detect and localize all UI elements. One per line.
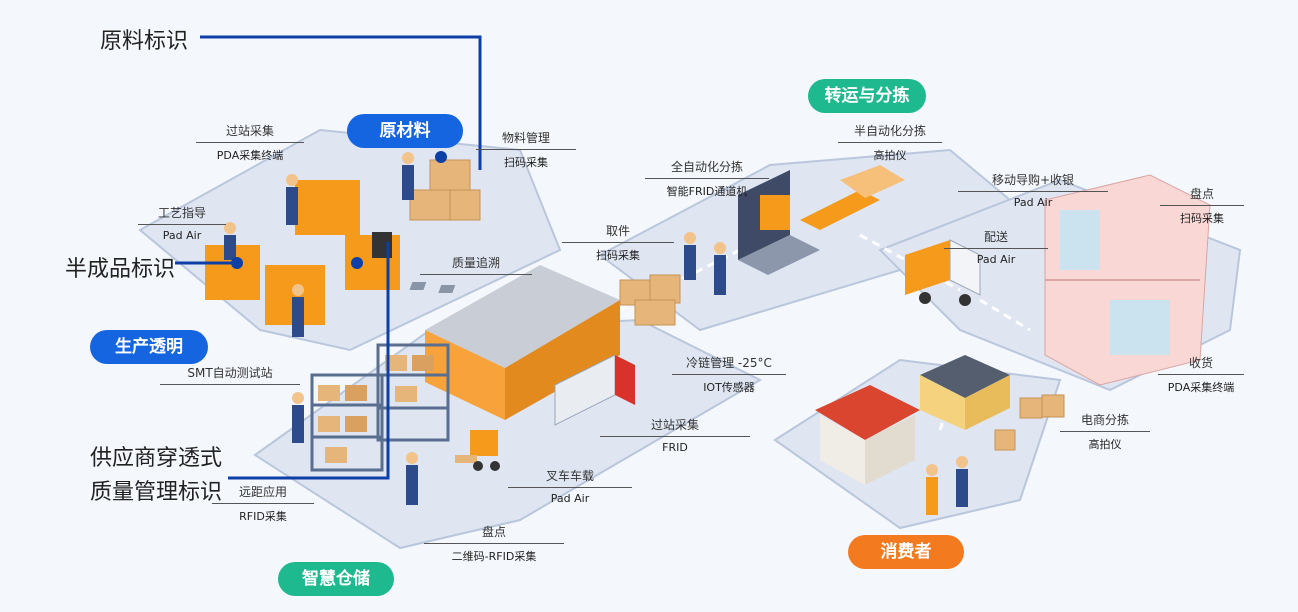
callout-title: 盘点 xyxy=(424,523,564,544)
pill-raw-material: 原材料 xyxy=(347,114,463,148)
callout-cold-chain: 冷链管理 -25°C IOT传感器 xyxy=(672,354,786,395)
callout-station-collect-frid: 过站采集 FRID xyxy=(600,416,750,454)
callout-title: 物料管理 xyxy=(476,129,576,150)
callout-delivery: 配送 Pad Air xyxy=(944,228,1048,266)
callout-title: SMT自动测试站 xyxy=(160,364,300,385)
callout-title: 工艺指导 xyxy=(138,204,226,225)
callout-title: 远距应用 xyxy=(212,483,314,504)
label-supplier-line1: 供应商穿透式 xyxy=(90,446,223,471)
factory-building-icon xyxy=(409,265,620,420)
callout-title: 盘点 xyxy=(1160,185,1244,206)
callout-title: 收货 xyxy=(1158,354,1244,375)
callout-semi-auto-sorting: 半自动化分拣高拍仪 xyxy=(838,122,942,163)
label-supplier-line2: 质量管理标识 xyxy=(90,480,223,505)
worker-icon xyxy=(224,152,968,515)
callout-sub: 高拍仪 xyxy=(1088,438,1122,451)
callout-title: 过站采集 xyxy=(600,416,750,437)
callout-sub: PDA采集终端 xyxy=(216,149,284,162)
callout-title: 移动导购+收银 xyxy=(958,171,1108,192)
pill-consumer: 消费者 xyxy=(848,535,964,569)
callout-sub: PDA采集终端 xyxy=(1167,381,1235,394)
callout-title: 取件 xyxy=(562,222,674,243)
callout-sub: 高拍仪 xyxy=(873,149,907,162)
residence-house-icon xyxy=(815,385,920,485)
callout-title: 配送 xyxy=(944,228,1048,249)
callout-sub: Pad Air xyxy=(976,253,1016,266)
callout-material-management: 物料管理扫码采集 xyxy=(476,129,576,170)
box-stack-icon xyxy=(409,159,1065,451)
callout-smt-station: SMT自动测试站 xyxy=(160,364,300,385)
callout-inventory-warehouse: 盘点二维码-RFID采集 xyxy=(424,523,564,564)
callout-receiving: 收货 PDA采集终端 xyxy=(1158,354,1244,395)
callout-title: 叉车车载 xyxy=(508,467,632,488)
callout-sub: 扫码采集 xyxy=(504,156,548,169)
callout-station-collect-pda: 过站采集 PDA采集终端 xyxy=(196,122,304,163)
leader-lines xyxy=(175,35,482,480)
callout-sub: 扫码采集 xyxy=(596,249,640,262)
callout-sub: Pad Air xyxy=(162,229,202,242)
callout-sub: 智能FRID通道机 xyxy=(666,185,748,198)
callout-sub: FRID xyxy=(662,441,688,454)
pill-production: 生产透明 xyxy=(90,330,208,364)
mall-icon xyxy=(1044,174,1211,386)
platform-consumer xyxy=(773,358,1062,530)
callout-forklift-onboard: 叉车车载 Pad Air xyxy=(508,467,632,505)
callout-inventory-retail: 盘点扫码采集 xyxy=(1160,185,1244,226)
conveyor-icon xyxy=(800,165,905,230)
pill-warehouse: 智慧仓储 xyxy=(278,562,394,596)
callout-mobile-cashier: 移动导购+收银 Pad Air xyxy=(958,171,1108,209)
callout-sub: 扫码采集 xyxy=(1180,212,1224,225)
callout-title: 全自动化分拣 xyxy=(645,158,769,179)
callout-ecommerce-sorting: 电商分拣高拍仪 xyxy=(1060,411,1150,452)
callout-pickup: 取件扫码采集 xyxy=(562,222,674,263)
callout-sub: Pad Air xyxy=(1013,196,1053,209)
laptop-icon xyxy=(738,170,820,275)
callout-long-range: 远距应用 RFID采集 xyxy=(212,483,314,524)
callout-title: 质量追溯 xyxy=(420,254,532,275)
callout-sub: Pad Air xyxy=(550,492,590,505)
leader-dots xyxy=(231,151,447,269)
callout-sub: RFID采集 xyxy=(239,510,287,523)
delivery-truck-icon xyxy=(905,239,981,306)
callout-title: 冷链管理 -25°C xyxy=(672,354,786,375)
callout-title: 电商分拣 xyxy=(1060,411,1150,432)
callout-quality-trace: 质量追溯 xyxy=(420,254,532,275)
pill-transit-sorting: 转运与分拣 xyxy=(808,79,926,113)
callout-sub: 二维码-RFID采集 xyxy=(451,550,537,563)
truck-icon xyxy=(554,354,635,426)
callout-sub: IOT传感器 xyxy=(703,381,755,394)
label-raw-material-id: 原料标识 xyxy=(100,29,189,54)
shelf-icon xyxy=(310,343,450,472)
callout-auto-sorting: 全自动化分拣智能FRID通道机 xyxy=(645,158,769,199)
callout-title: 过站采集 xyxy=(196,122,304,143)
callout-title: 半自动化分拣 xyxy=(838,122,942,143)
callout-process-guide: 工艺指导 Pad Air xyxy=(138,204,226,242)
house-icon xyxy=(920,355,1010,430)
forklift-icon xyxy=(455,430,500,471)
label-semi-product-id: 半成品标识 xyxy=(65,257,176,282)
